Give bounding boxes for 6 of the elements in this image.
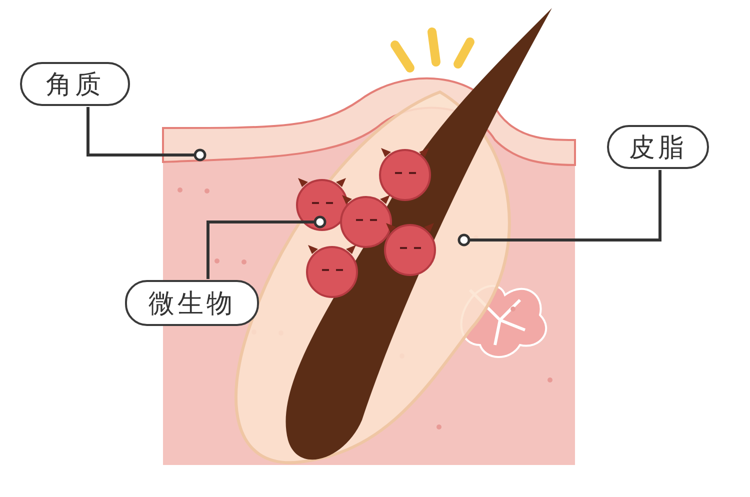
callout-label: 角质 <box>20 62 130 106</box>
leader-line <box>458 170 662 246</box>
leader-line <box>86 107 206 162</box>
leader-line <box>206 216 326 279</box>
callout-label: 皮脂 <box>607 125 709 169</box>
callout-label: 微生物 <box>125 280 259 326</box>
